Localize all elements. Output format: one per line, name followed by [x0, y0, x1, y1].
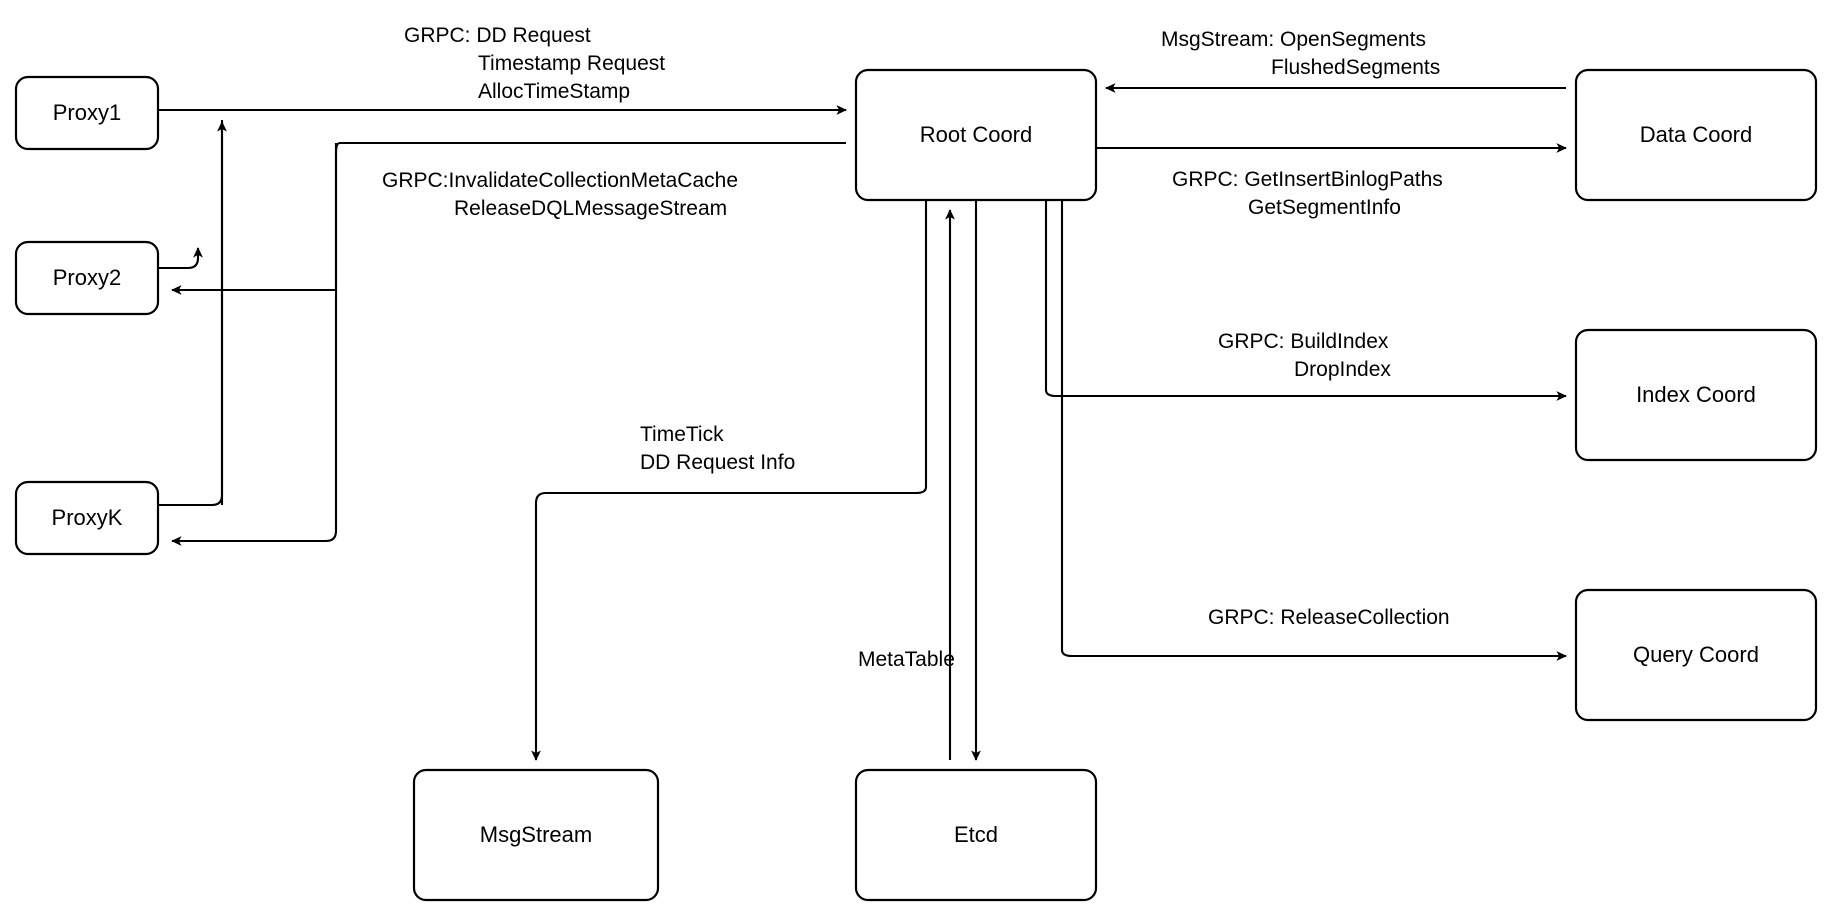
edge-label-line: GRPC:InvalidateCollectionMetaCache: [382, 169, 738, 192]
node-box-indexcoord[interactable]: [1574, 328, 1818, 462]
node-box-proxy1[interactable]: [14, 75, 160, 151]
node-label-indexcoord: Index Coord: [1636, 382, 1756, 407]
edge-rootcoord-to-indexcoord: [1044, 200, 1567, 401]
node-box-querycoord[interactable]: [1574, 588, 1818, 722]
edge-label-line: GRPC: GetInsertBinlogPaths: [1172, 168, 1443, 191]
edge-label-line: AllocTimeStamp: [478, 80, 630, 103]
edge-label-line: MsgStream: OpenSegments: [1161, 28, 1426, 51]
edge-label-line: Timestamp Request: [478, 52, 665, 75]
edges-layer: [158, 83, 1567, 761]
node-etcd[interactable]: Etcd: [854, 768, 1098, 902]
edge-rootcoord-to-msgstream: [531, 200, 928, 761]
edge-label-line: TimeTick: [640, 423, 724, 446]
edge-label-root-to-proxy: GRPC:InvalidateCollectionMetaCacheReleas…: [382, 169, 738, 220]
edge-proxyk-to-trunk: [158, 121, 227, 507]
edge-label-line: DropIndex: [1294, 358, 1391, 381]
node-msgstream[interactable]: MsgStream: [412, 768, 660, 902]
node-label-msgstream: MsgStream: [480, 822, 592, 847]
node-datacoord[interactable]: Data Coord: [1574, 68, 1818, 202]
edge-label-line: DD Request Info: [640, 451, 795, 474]
node-proxy2[interactable]: Proxy2: [14, 240, 160, 316]
edge-label-root-to-querycoord: GRPC: ReleaseCollection: [1208, 606, 1450, 629]
node-label-proxy2: Proxy2: [53, 265, 121, 290]
node-box-rootcoord[interactable]: [854, 68, 1098, 202]
node-box-proxy2[interactable]: [14, 240, 160, 316]
node-label-rootcoord: Root Coord: [920, 122, 1033, 147]
edge-label-line: MetaTable: [858, 648, 955, 671]
edge-label-line: FlushedSegments: [1271, 56, 1440, 79]
edge-label-line: ReleaseDQLMessageStream: [454, 197, 727, 220]
node-proxyk[interactable]: ProxyK: [14, 480, 160, 556]
edge-label-line: GetSegmentInfo: [1248, 196, 1401, 219]
node-indexcoord[interactable]: Index Coord: [1574, 328, 1818, 462]
edge-label-root-to-msgstream: TimeTick DD Request Info: [640, 423, 795, 474]
edge-label-line: GRPC: BuildIndex: [1218, 330, 1389, 353]
node-querycoord[interactable]: Query Coord: [1574, 588, 1818, 722]
node-label-datacoord: Data Coord: [1640, 122, 1753, 147]
node-label-querycoord: Query Coord: [1633, 642, 1759, 667]
edge-rootcoord-to-proxy1-invalidate: [171, 141, 846, 546]
node-box-msgstream[interactable]: [412, 768, 660, 902]
node-label-etcd: Etcd: [954, 822, 998, 847]
node-label-proxy1: Proxy1: [53, 100, 121, 125]
edge-rootcoord-to-querycoord: [1060, 200, 1567, 661]
edge-label-line: GRPC: ReleaseCollection: [1208, 606, 1450, 629]
node-box-etcd[interactable]: [854, 768, 1098, 902]
node-label-proxyk: ProxyK: [52, 505, 123, 530]
edge-proxy2-to-trunk: [158, 247, 203, 270]
node-box-datacoord[interactable]: [1574, 68, 1818, 202]
node-rootcoord[interactable]: Root Coord: [854, 68, 1098, 202]
edge-label-root-to-etcd: MetaTable: [858, 648, 955, 671]
edge-label-line: GRPC: DD Request: [404, 24, 591, 47]
node-proxy1[interactable]: Proxy1: [14, 75, 160, 151]
node-box-proxyk[interactable]: [14, 480, 160, 556]
